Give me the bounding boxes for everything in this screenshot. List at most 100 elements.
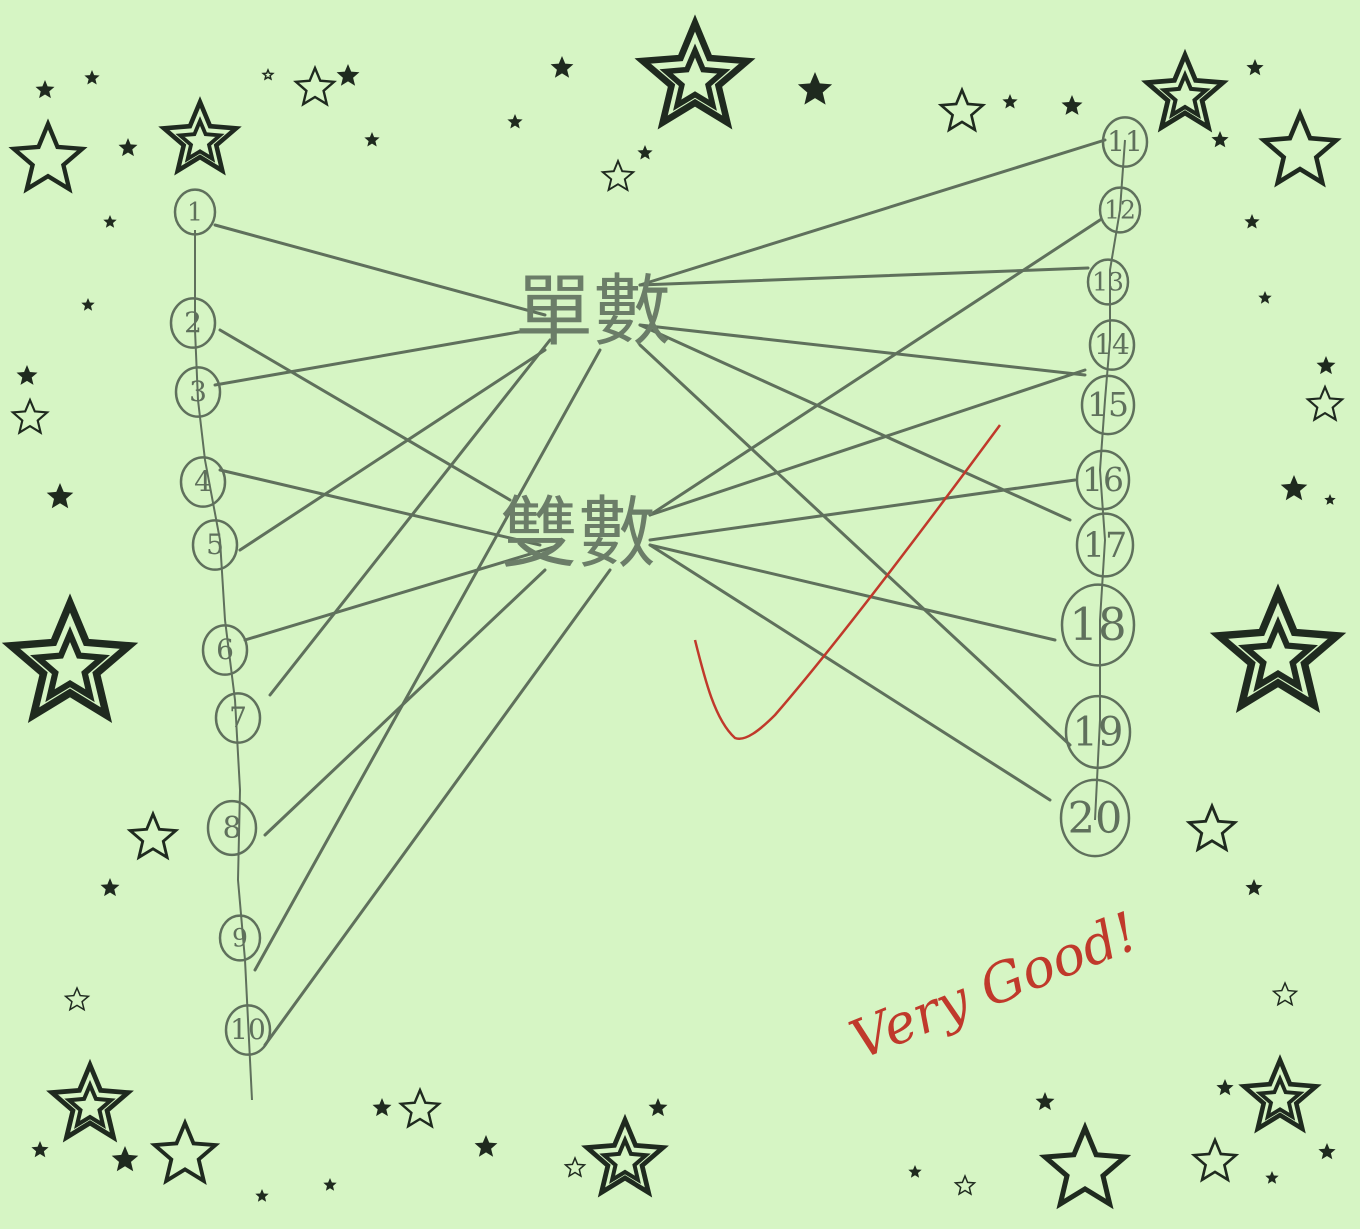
- star-icon-23: [66, 988, 89, 1010]
- star-icon-7: [1147, 55, 1223, 127]
- star-icon-48: [1245, 879, 1262, 895]
- check-mark-icon: [695, 425, 1000, 739]
- star-icon-45: [1281, 475, 1308, 500]
- star-icon-49: [373, 1098, 392, 1116]
- star-icon-34: [637, 145, 652, 160]
- star-icon-36: [1062, 95, 1083, 115]
- star-icon-57: [31, 1141, 48, 1157]
- star-icon-42: [1317, 356, 1336, 374]
- pencil-line-9: [265, 570, 545, 835]
- star-icon-16: [587, 1120, 663, 1192]
- pencil-line-17: [650, 370, 1085, 515]
- right-number-14: 14: [1094, 328, 1130, 361]
- star-icon-24: [1274, 983, 1297, 1005]
- star-icon-61: [103, 215, 116, 228]
- star-icon-11: [1219, 593, 1337, 705]
- star-icon-30: [84, 70, 99, 85]
- star-icon-31: [119, 138, 138, 156]
- star-icon-21: [13, 400, 47, 433]
- pencil-line-16: [650, 220, 1100, 515]
- odd-label: 單數: [515, 267, 671, 357]
- star-icon-17: [1045, 1128, 1125, 1204]
- star-icon-62: [1324, 494, 1335, 505]
- star-icon-20: [401, 1090, 439, 1126]
- left-number-4: 4: [194, 465, 212, 498]
- star-icon-35: [337, 64, 360, 86]
- star-icon-1: [643, 23, 748, 123]
- right-number-15: 15: [1087, 385, 1129, 424]
- left-number-2: 2: [184, 306, 202, 339]
- teacher-comment: Very Good!: [841, 900, 1146, 1072]
- star-icon-13: [1189, 806, 1235, 849]
- star-icon-50: [649, 1098, 668, 1116]
- star-icon-25: [956, 1176, 975, 1194]
- star-icon-3: [14, 124, 82, 189]
- pencil-line-6: [220, 330, 510, 500]
- star-icon-9: [603, 161, 633, 190]
- star-icon-4: [296, 68, 334, 104]
- star-icon-55: [1318, 1143, 1335, 1159]
- star-icon-51: [475, 1135, 498, 1157]
- star-icon-28: [364, 132, 379, 147]
- star-icon-52: [323, 1178, 336, 1191]
- star-icon-44: [47, 483, 74, 508]
- star-icon-19: [1194, 1140, 1236, 1180]
- star-icon-6: [941, 90, 983, 130]
- right-number-17: 17: [1083, 526, 1128, 566]
- star-icon-47: [101, 878, 120, 896]
- star-icon-8: [1264, 114, 1336, 183]
- star-icon-26: [566, 1158, 585, 1176]
- star-icon-32: [551, 56, 574, 78]
- even-label: 雙數: [500, 489, 656, 579]
- star-icon-12: [130, 814, 176, 857]
- left-number-5: 5: [206, 528, 224, 561]
- left-number-1: 1: [187, 197, 203, 226]
- star-icon-41: [1258, 291, 1271, 304]
- pencil-line-13: [640, 325, 1085, 375]
- star-icon-43: [17, 365, 38, 385]
- right-number-13: 13: [1092, 267, 1124, 296]
- star-icon-58: [255, 1189, 268, 1202]
- star-icon-29: [36, 80, 55, 98]
- star-icon-38: [1246, 59, 1263, 75]
- right-number-column: 11121314151617181920: [1061, 117, 1147, 856]
- star-icon-40: [1244, 214, 1259, 229]
- star-icon-10: [11, 603, 129, 715]
- right-number-18: 18: [1069, 598, 1126, 651]
- pencil-line-7: [220, 470, 540, 545]
- left-number-6: 6: [216, 633, 234, 666]
- star-icon-5: [798, 72, 832, 105]
- star-icon-33: [507, 114, 522, 129]
- star-icon-39: [1211, 131, 1228, 147]
- star-icon-59: [908, 1165, 921, 1178]
- left-number-10: 10: [230, 1013, 266, 1046]
- star-icon-37: [1002, 94, 1017, 109]
- right-number-11: 11: [1107, 125, 1143, 158]
- pencil-line-18: [650, 480, 1075, 540]
- star-icon-46: [81, 298, 94, 311]
- star-icon-14: [52, 1065, 128, 1137]
- pencil-line-1: [215, 225, 545, 315]
- pencil-line-5: [255, 350, 600, 970]
- left-number-8: 8: [222, 811, 241, 846]
- pencil-line-2: [215, 330, 530, 385]
- star-icon-15: [155, 1123, 216, 1181]
- star-icon-54: [1216, 1079, 1233, 1095]
- star-icon-18: [1244, 1060, 1316, 1129]
- right-number-16: 16: [1082, 460, 1124, 499]
- star-icon-56: [112, 1146, 139, 1171]
- star-icon-27: [263, 70, 273, 79]
- pencil-line-15: [640, 345, 1070, 745]
- right-number-19: 19: [1073, 709, 1124, 755]
- star-icon-2: [164, 102, 236, 171]
- star-icon-22: [1308, 387, 1342, 420]
- left-number-7: 7: [229, 701, 247, 734]
- star-icon-53: [1036, 1092, 1055, 1110]
- left-number-column: 1 2 3 4 5 6 7 8 9 10: [171, 190, 270, 1055]
- left-number-9: 9: [232, 923, 248, 952]
- right-number-12: 12: [1104, 195, 1136, 224]
- star-icon-60: [1265, 1171, 1278, 1184]
- pencil-line-19: [650, 545, 1055, 640]
- left-number-3: 3: [189, 375, 207, 408]
